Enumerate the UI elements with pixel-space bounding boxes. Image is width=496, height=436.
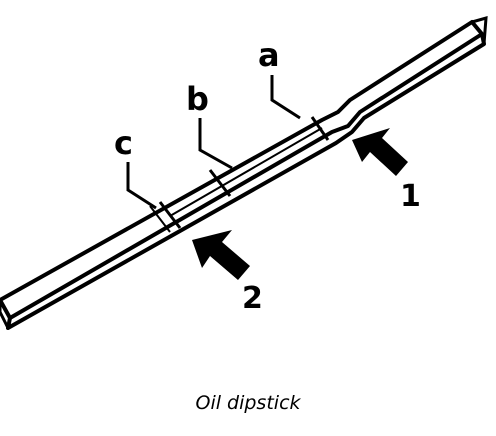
figure-caption: Oil dipstick [195,392,301,414]
leader-a [270,75,301,120]
mark-c2-line [149,205,171,233]
arrow-1-number: 1 [400,179,421,214]
arrow-2 [192,230,250,280]
dipstick-end-cap [0,300,10,329]
leader-c [126,162,157,210]
arrow-2-number: 2 [242,281,263,316]
label-c: c [114,124,133,162]
arrow-1 [352,128,408,176]
label-a: a [258,36,280,74]
band-inner-line [169,127,323,217]
label-b: b [186,80,209,118]
mark-b-line [208,169,232,197]
leader-b [198,118,233,170]
dipstick-tip [471,15,488,45]
